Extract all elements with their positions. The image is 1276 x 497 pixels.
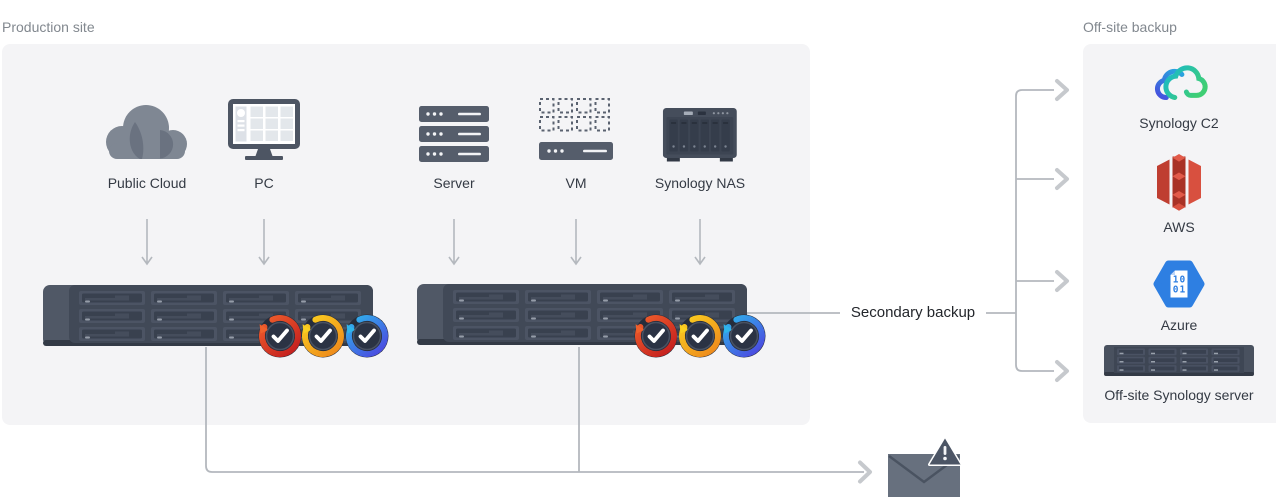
- vm-icon: [539, 88, 613, 162]
- production-site-label: Production site: [2, 19, 95, 35]
- target-label: Off-site Synology server: [1104, 387, 1254, 403]
- backup-badge-blue-icon: [344, 313, 390, 359]
- device-label: Public Cloud: [107, 175, 187, 191]
- pc-icon: [228, 88, 300, 162]
- target-azure: 10 01 Azure: [1151, 256, 1207, 333]
- target-synology-c2: Synology C2: [1139, 61, 1219, 131]
- target-label: Azure: [1160, 317, 1198, 333]
- device-vm: VM: [539, 88, 613, 191]
- azure-doc-line1: 10: [1173, 275, 1186, 286]
- backup-badge-yellow-icon: [677, 313, 723, 359]
- aws-s3-icon: [1152, 153, 1206, 211]
- synology-c2-icon: [1150, 61, 1208, 107]
- branch-to-c2: [1015, 89, 1054, 313]
- offsite-rack-icon: [1104, 345, 1254, 378]
- backup-badge-red-icon: [633, 313, 679, 359]
- device-label: VM: [565, 175, 587, 191]
- alert-envelope-icon: [886, 437, 964, 497]
- nas-icon: [663, 88, 737, 162]
- device-public-cloud: Public Cloud: [103, 88, 191, 191]
- offsite-backup-label: Off-site backup: [1083, 19, 1177, 35]
- public-cloud-icon: [103, 88, 191, 162]
- backup-badge-red-icon: [257, 313, 303, 359]
- target-label: AWS: [1163, 219, 1195, 235]
- nas-bays: [669, 119, 730, 152]
- azure-icon: 10 01: [1151, 256, 1207, 312]
- backup-badge-blue-icon: [721, 313, 767, 359]
- backup-badge-yellow-icon: [300, 313, 346, 359]
- target-label: Synology C2: [1139, 115, 1219, 131]
- device-server: Server: [419, 88, 489, 191]
- target-offsite-synology-server: Off-site Synology server: [1104, 345, 1254, 403]
- device-label: Server: [433, 175, 475, 191]
- branch-to-offsite-server: [1015, 313, 1054, 372]
- azure-doc-line2: 01: [1173, 285, 1186, 296]
- device-synology-nas: Synology NAS: [655, 88, 745, 191]
- target-aws: AWS: [1152, 153, 1206, 235]
- device-label: PC: [254, 175, 274, 191]
- device-pc: PC: [228, 88, 300, 191]
- secondary-backup-label: Secondary backup: [840, 294, 986, 331]
- arrowheads: [858, 79, 1069, 484]
- server-icon: [419, 88, 489, 162]
- device-label: Synology NAS: [654, 175, 746, 191]
